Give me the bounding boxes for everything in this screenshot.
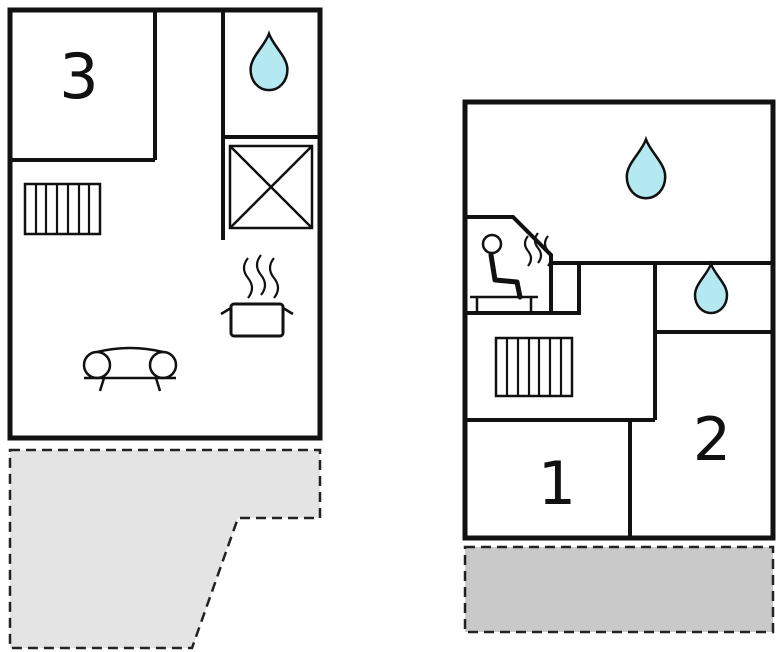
pot-handle — [282, 306, 294, 316]
steam-line — [533, 232, 543, 264]
sofa-icon — [82, 346, 178, 392]
sauna-icon — [470, 232, 553, 311]
room-label: 1 — [538, 449, 576, 519]
left-terrace — [8, 448, 322, 650]
water-drop-icon — [625, 135, 667, 200]
sauna-step-wall — [551, 261, 581, 315]
steam-line — [242, 257, 254, 299]
shower-cross-icon — [228, 144, 314, 230]
radiator-body — [23, 182, 102, 236]
water-drop-icon — [693, 260, 729, 315]
stove-icon — [220, 254, 294, 338]
pot-body — [229, 302, 285, 338]
steam-line — [543, 235, 553, 267]
pot-handle — [220, 306, 232, 316]
person-body — [488, 252, 523, 300]
room-label: 2 — [693, 405, 731, 475]
steam-line — [255, 254, 267, 296]
left-floor-plan: 3 — [7, 7, 323, 650]
sofa-leg — [154, 377, 162, 392]
steam-line — [523, 235, 533, 267]
sofa-back — [96, 346, 164, 354]
sofa-leg — [98, 377, 106, 392]
water-drop-icon — [249, 30, 289, 92]
room-label: 3 — [59, 40, 98, 113]
shower-box — [228, 144, 314, 230]
radiator-body — [494, 336, 574, 398]
cross-line — [229, 145, 313, 229]
steam-line — [268, 257, 280, 299]
right-plan-outer-wall — [462, 99, 776, 541]
radiator-icon — [494, 336, 574, 398]
person-head — [481, 233, 503, 255]
right-terrace — [463, 545, 775, 634]
radiator-icon — [23, 182, 102, 236]
right-floor-plan: 1 2 — [462, 99, 776, 634]
